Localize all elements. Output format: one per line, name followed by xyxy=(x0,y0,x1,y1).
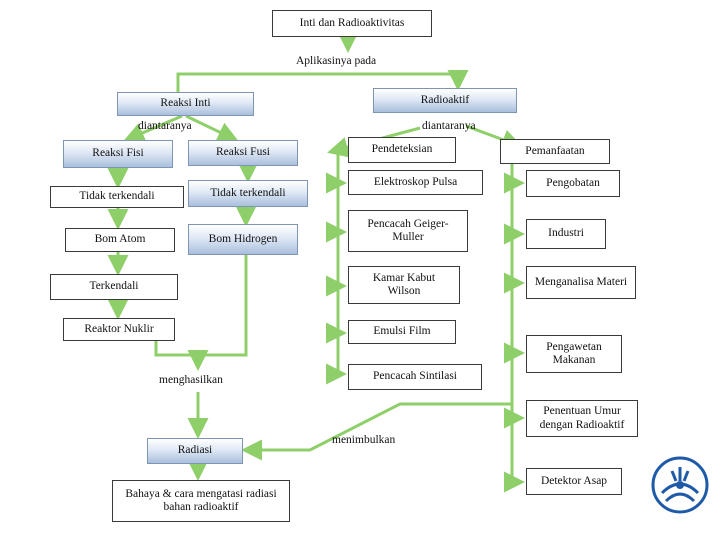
reaksi-fusi-box: Reaksi Fusi xyxy=(188,140,298,166)
arrow-fusi-to-result xyxy=(187,255,248,371)
industri-box: Industri xyxy=(526,219,606,249)
pengobatan-box: Pengobatan xyxy=(526,170,620,197)
elektroskop-pulsa-box: Elektroskop Pulsa xyxy=(348,170,483,195)
terkendali-box: Terkendali xyxy=(50,274,178,300)
pendeteksian-box: Pendeteksian xyxy=(348,137,456,163)
pemanfaatan-box: Pemanfaatan xyxy=(500,139,610,164)
inti-link-label: diantaranya xyxy=(138,120,192,132)
university-logo-icon xyxy=(651,456,709,514)
menganalisa-materi-box: Menganalisa Materi xyxy=(526,266,636,299)
bom-atom-box: Bom Atom xyxy=(65,228,175,252)
arrow-inti-to-fusi xyxy=(185,114,239,142)
penentuan-umur-box: Penentuan Umur dengan Radioaktif xyxy=(526,400,638,437)
radiasi-box: Radiasi xyxy=(147,438,243,464)
detektor-asap-box: Detektor Asap xyxy=(526,468,622,495)
emulsi-film-box: Emulsi Film xyxy=(348,320,456,344)
kamar-kabut-wilson-box: Kamar Kabut Wilson xyxy=(348,266,460,304)
arrow-link-to-branches xyxy=(176,70,469,92)
arrow-uses-to-radiasi xyxy=(241,402,512,461)
menghasilkan-label: menghasilkan xyxy=(159,374,223,386)
root-link-label: Aplikasinya pada xyxy=(296,55,377,67)
pencacah-sintilasi-box: Pencacah Sintilasi xyxy=(348,364,482,390)
reaktor-nuklir-box: Reaktor Nuklir xyxy=(63,318,175,341)
radiasi-detail-box: Bahaya & cara mengatasi radiasi bahan ra… xyxy=(112,480,290,522)
fusi-tidak-terkendali-box: Tidak terkendali xyxy=(188,180,308,207)
radioaktif-link-label: diantaranya xyxy=(422,120,476,132)
reaksi-inti-box: Reaksi Inti xyxy=(117,92,254,116)
menimbulkan-label: menimbulkan xyxy=(332,434,396,446)
pengawetan-makanan-box: Pengawetan Makanan xyxy=(526,335,622,373)
geiger-muller-box: Pencacah Geiger-Muller xyxy=(348,210,468,252)
arrow-fisi-to-result xyxy=(154,341,198,357)
reaksi-fisi-box: Reaksi Fisi xyxy=(63,140,173,168)
root-box: Inti dan Radioaktivitas xyxy=(272,10,432,37)
fisi-tidak-terkendali-box: Tidak terkendali xyxy=(50,186,184,208)
radioaktif-box: Radioaktif xyxy=(373,88,517,113)
bom-hidrogen-box: Bom Hidrogen xyxy=(188,224,298,255)
arrow-inti-to-fisi xyxy=(123,114,183,143)
